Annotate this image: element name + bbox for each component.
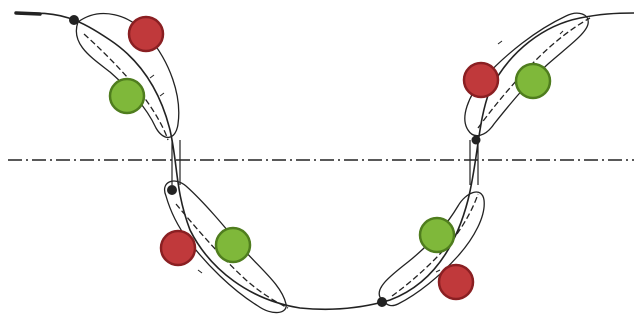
green-marker-2 [214,226,252,264]
green-marker-4 [514,62,552,100]
sketch-tick-4 [435,269,441,273]
joint-node-right-mid [471,135,481,145]
red-marker-4 [462,61,500,99]
red-marker-2 [159,229,197,267]
rail-stub-right [469,140,479,185]
sketch-tick-6 [559,30,564,35]
track-start-stroke [14,11,42,16]
vehicle-inner-line-upper-left [83,33,169,141]
green-marker-1 [108,77,146,115]
rail-stub-left [171,140,181,185]
sketch-tick-3 [197,269,203,274]
vehicle-outline-lower-right [378,191,485,307]
green-marker-3 [418,216,456,254]
joint-node-bottom [377,297,387,307]
joint-node-left-mid [167,185,177,195]
sketch-tick-1 [149,74,155,79]
joint-node-top-left [69,15,79,25]
vehicle-inner-line-lower-left [175,203,289,309]
vehicle-inner-line-upper-right [477,17,591,129]
sketch-tick-5 [497,40,503,45]
track-curve [19,12,634,311]
sketch-tick-2 [159,92,165,97]
red-marker-1 [127,15,165,53]
red-marker-3 [437,263,475,301]
